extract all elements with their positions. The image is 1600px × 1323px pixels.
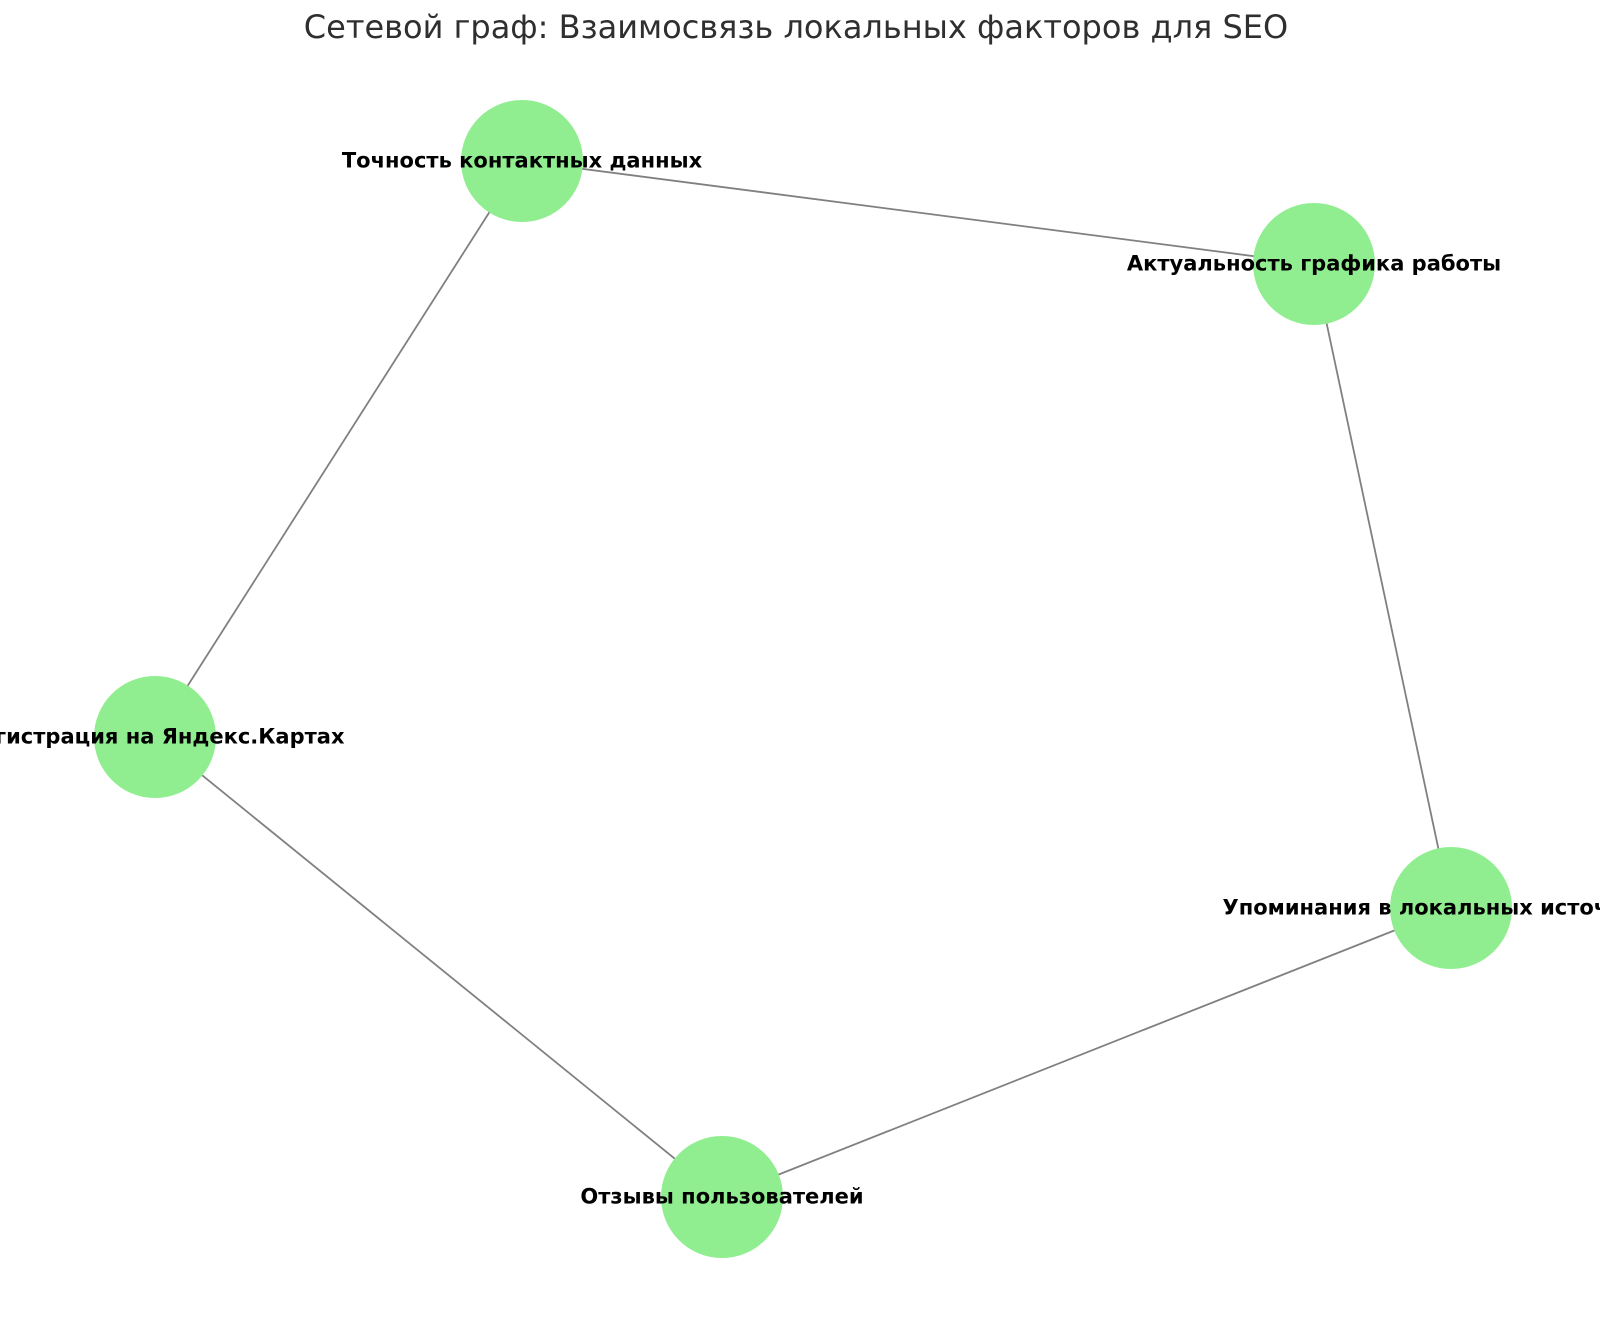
graph-edge xyxy=(521,160,1315,265)
graph-node-local-source-mentions xyxy=(1390,847,1512,969)
graph-edge xyxy=(154,160,523,738)
graph-node-label-user-reviews: Отзывы пользователей xyxy=(580,1184,864,1209)
graph-node-label-yandex-maps-registration: Регистрация на Яндекс.Картах xyxy=(0,724,345,749)
graph-node-contact-accuracy xyxy=(461,100,583,222)
graph-edge xyxy=(154,736,723,1198)
graph-node-yandex-maps-registration xyxy=(94,676,216,798)
figure-title: Сетевой граф: Взаимосвязь локальных факт… xyxy=(303,8,1289,46)
graph-node-schedule-freshness xyxy=(1253,203,1375,325)
graph-edge xyxy=(721,907,1452,1198)
graph-edge xyxy=(1313,263,1452,909)
graph-node-user-reviews xyxy=(661,1136,783,1258)
graph-node-label-local-source-mentions: Упоминания в локальных источниках xyxy=(1222,895,1600,920)
graph-node-label-contact-accuracy: Точность контактных данных xyxy=(341,148,703,173)
graph-node-label-schedule-freshness: Актуальность графика работы xyxy=(1126,251,1502,276)
